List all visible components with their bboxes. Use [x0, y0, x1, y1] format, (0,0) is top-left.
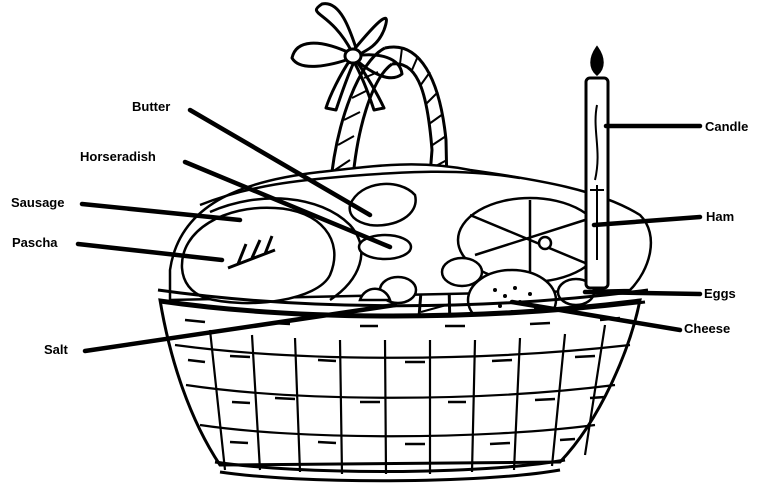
label-cheese: Cheese [684, 322, 730, 335]
label-ham: Ham [706, 210, 734, 223]
label-horseradish: Horseradish [80, 150, 156, 163]
leader-line-eggs [585, 292, 700, 294]
label-butter: Butter [132, 100, 170, 113]
label-eggs: Eggs [704, 287, 736, 300]
label-pascha: Pascha [12, 236, 58, 249]
candle [586, 48, 608, 288]
label-sausage: Sausage [11, 196, 64, 209]
label-salt: Salt [44, 343, 68, 356]
label-candle: Candle [705, 120, 748, 133]
